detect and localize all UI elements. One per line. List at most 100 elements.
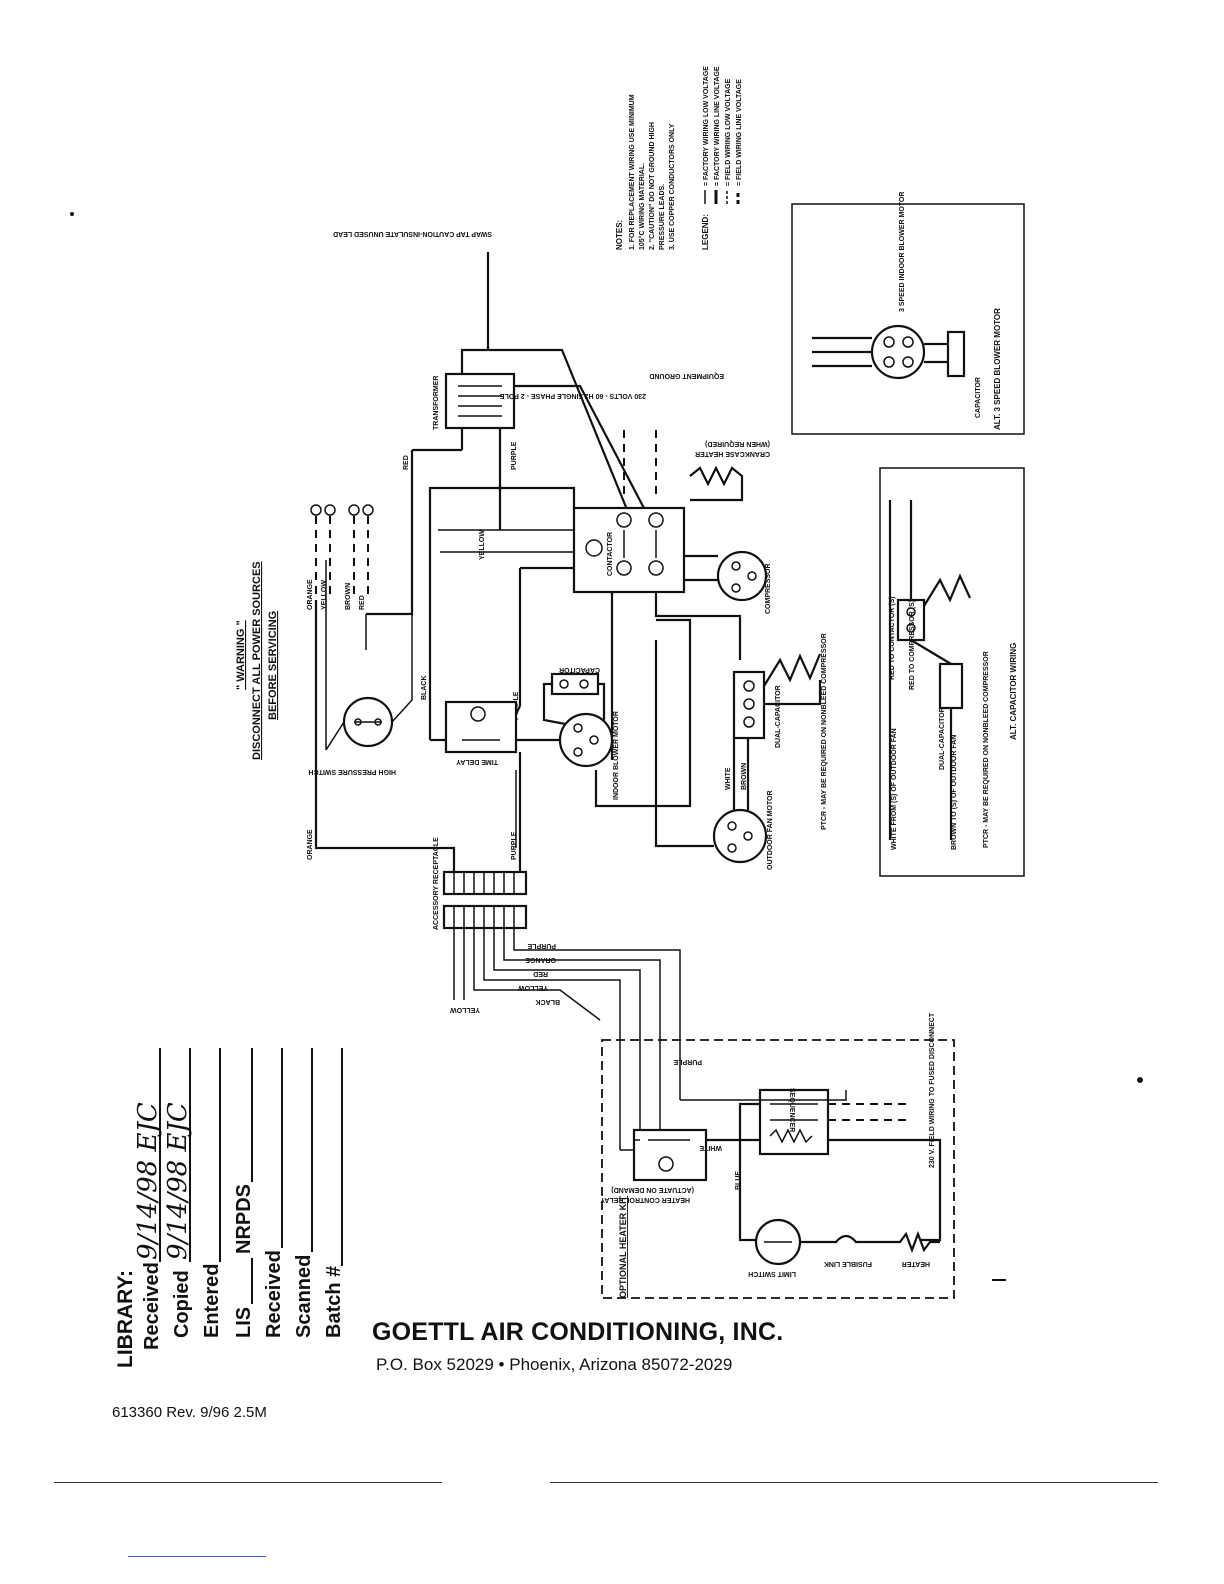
legend-heading: LEGEND: <box>701 214 710 250</box>
wire-label-brown: BROWN <box>345 583 352 610</box>
accessory-receptacle <box>442 870 528 930</box>
blower-capacitor <box>550 672 600 696</box>
wire-label-red-3: RED <box>533 970 548 977</box>
company-address: P.O. Box 52029 • Phoenix, Arizona 85072-… <box>376 1355 733 1374</box>
alt-blower-label: 3 SPEED INDOOR BLOWER MOTOR <box>899 192 906 312</box>
wire-label-yellow-4: YELLOW <box>450 1006 480 1013</box>
outdoor-fan-motor <box>712 808 768 864</box>
stamp-nrpds: NRPDS <box>233 1184 255 1254</box>
library-stamp: LIBRARY: Received Copied Entered LIS NRP… <box>114 1048 345 1368</box>
heater-kit-label: OPTIONAL HEATER KIT <box>618 1195 628 1298</box>
wire-label-orange-3: ORANGE <box>525 956 556 963</box>
cap-lead-label: SWAP TAP CAUTION-INSULATE UNUSED LEAD <box>333 230 492 237</box>
legend-1: = FACTORY WIRING LOW VOLTAGE <box>703 66 710 186</box>
wire-label-orange: ORANGE <box>307 579 314 610</box>
stamp-lis: LIS <box>233 1307 255 1338</box>
hps-label: HIGH PRESSURE SWITCH <box>308 768 396 775</box>
legend-2: = FACTORY WIRING LINE VOLTAGE <box>714 66 721 186</box>
stamp-received-hand: 9/14/98 EJC <box>133 1102 163 1260</box>
heater-kit-box <box>601 1039 955 1299</box>
alt-blower-box <box>791 203 1025 435</box>
stamp-scanned: Scanned <box>293 1255 315 1338</box>
heater-relay-note: (ACTUATE ON DEMAND) <box>611 1186 694 1193</box>
note-2: 2. "CAUTION" DO NOT GROUND HIGH <box>649 122 656 250</box>
time-delay-label: TIME DELAY <box>456 758 498 765</box>
stamp-copied: Copied <box>171 1270 193 1338</box>
time-delay <box>444 700 518 754</box>
blower-motor-label: INDOOR BLOWER MOTOR <box>613 711 620 800</box>
stamp-entered: Entered <box>201 1264 223 1338</box>
crankcase-heater-note: (WHEN REQUIRED) <box>705 440 770 447</box>
field-wiring-label: 230 V. FIELD WIRING TO FUSED DISCONNECT <box>929 1012 936 1168</box>
form-number: 613360 Rev. 9/96 2.5M <box>112 1404 267 1421</box>
ptc-note: PTCR - MAY BE REQUIRED ON NONBLEED COMPR… <box>821 633 828 830</box>
heater-label: HEATER <box>902 1260 930 1267</box>
stamp-copied-hand: 9/14/98 EJC <box>163 1102 193 1260</box>
title-block: GOETTL AIR CONDITIONING, INC. P.O. Box 5… <box>372 1318 783 1375</box>
contactor-label: CONTACTOR <box>607 532 614 576</box>
contactor <box>572 506 686 594</box>
wire-label-black-2: BLACK <box>536 998 561 1005</box>
legend-block: LEGEND: = FACTORY WIRING LOW VOLTAGE = F… <box>701 66 743 250</box>
wire-label-yellow: YELLOW <box>321 580 328 610</box>
receptacle-label: ACCESSORY RECEPTACLE <box>433 837 440 930</box>
limit-switch <box>754 1218 802 1266</box>
note-1: 1. FOR REPLACEMENT WIRING USE MINIMUM <box>629 94 636 250</box>
transformer-label: TRANSFORMER <box>433 376 440 430</box>
dual-cap-label: DUAL-CAPACITOR <box>775 685 782 748</box>
bottom-rule-right <box>550 1482 1158 1483</box>
warning-title: " WARNING " <box>235 620 247 690</box>
wire-label-red-2: RED <box>403 455 410 470</box>
crankcase-heater-label: CRANKCASE HEATER <box>695 450 770 457</box>
fusible-link-label: FUSIBLE LINK <box>824 1260 872 1267</box>
brown-to-outdoor: BROWN TO (S) OF OUTDOOR FAN <box>951 735 958 850</box>
stamp-batch: Batch # <box>323 1266 345 1338</box>
red-to-compressor: RED TO COMPRESSOR (S) <box>909 600 916 690</box>
wire-label-purple-5: PURPLE <box>673 1058 702 1065</box>
dual-capacitor <box>732 670 766 740</box>
alt-ptc-note: PTCR - MAY BE REQUIRED ON NONBLEED COMPR… <box>983 651 990 848</box>
heater-relay-label: HEATER CONTROL RELAY <box>600 1196 690 1203</box>
wire-label-purple-2: PURPLE <box>511 441 518 470</box>
blower-cap-label: CAPACITOR <box>559 666 600 673</box>
ground-label: EQUIPMENT GROUND <box>649 372 724 379</box>
heater-element <box>872 1230 940 1254</box>
power-supply-label: 230 VOLTS - 60 Hz SINGLE PHASE - 2 POLE <box>500 392 646 399</box>
high-pressure-switch <box>342 696 394 748</box>
bottom-blue-rule <box>128 1556 266 1557</box>
thermostat-terminals <box>310 504 374 600</box>
alt-blower-motor <box>812 324 966 380</box>
notes-heading: NOTES: <box>615 220 624 250</box>
compressor-label: COMPRESSOR <box>765 563 772 614</box>
stamp-library: LIBRARY: <box>114 1270 137 1368</box>
wire-label-black: BLACK <box>421 676 428 701</box>
stamp-received: Received <box>141 1262 163 1350</box>
wire-label-white-2: WHITE <box>699 1144 722 1151</box>
alt-capacitor-label: CAPACITOR <box>975 377 982 418</box>
sequencer-label: SEQUENCER <box>788 1088 795 1132</box>
note-3: 3. USE COPPER CONDUCTORS ONLY <box>669 123 676 250</box>
limit-switch-label: LIMIT SWITCH <box>748 1270 796 1277</box>
note-2b: PRESSURE LEADS. <box>659 184 666 250</box>
wire-label-red: RED <box>359 595 366 610</box>
transformer <box>444 372 516 430</box>
wire-label-blue: BLUE <box>735 1171 742 1190</box>
note-1b: 105°C WIRING MATERIAL. <box>638 163 646 250</box>
indoor-blower-motor <box>558 712 614 768</box>
bottom-rule-left <box>54 1482 442 1483</box>
alt-cap-title: ALT. CAPACITOR WIRING <box>1009 643 1018 740</box>
legend-3: = FIELD WIRING LOW VOLTAGE <box>725 78 732 186</box>
compressor <box>716 550 768 602</box>
wire-label-purple-3: PURPLE <box>511 831 518 860</box>
alt-blower-title: ALT. 3 SPEED BLOWER MOTOR <box>993 308 1002 430</box>
wire-label-white: WHITE <box>725 767 732 790</box>
heater-control-relay <box>632 1128 708 1182</box>
alt-cap-box <box>879 467 1025 877</box>
red-to-contactor: RED TO CONTACTOR (S) <box>889 596 896 680</box>
wire-label-orange-2: ORANGE <box>307 829 314 860</box>
alt-dual-capacitor <box>888 500 972 840</box>
wire-label-yellow-2: YELLOW <box>479 530 486 560</box>
warning-line2: BEFORE SERVICING <box>267 611 279 720</box>
wire-label-yellow-3: YELLOW <box>518 984 548 991</box>
